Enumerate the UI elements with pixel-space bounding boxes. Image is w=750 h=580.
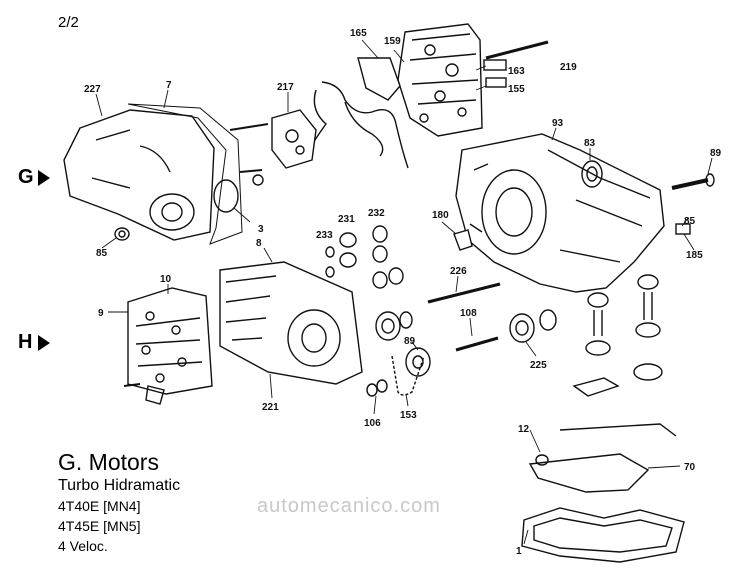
label-165: 165 [350,28,367,39]
valve-body-upper [397,23,507,137]
label-155: 155 [508,84,525,95]
label-185: 185 [686,250,703,261]
gear-89-left [375,311,413,341]
drum-225 [509,309,557,343]
label-8: 8 [256,238,262,249]
leader-lines [95,39,713,545]
label-221: 221 [262,402,279,413]
manufacturer-title: G. Motors [58,449,159,475]
label-85-right: 85 [684,216,696,227]
shaft-89-right [671,173,715,190]
rings-106 [366,379,388,397]
part-180 [453,229,473,251]
label-163: 163 [508,66,525,77]
label-85-left: 85 [96,248,108,259]
label-70: 70 [684,462,696,473]
bolts-cover [229,123,269,186]
label-219: 219 [560,62,577,73]
label-232: 232 [368,208,385,219]
label-106: 106 [364,418,381,429]
transmission-family: Turbo Hidramatic [58,477,181,494]
watermark: automecanico.com [257,495,441,517]
row-marker-g: G [18,166,34,188]
gear-stack [325,225,404,289]
seal-3 [213,179,239,213]
label-93: 93 [552,118,564,129]
shaft-226 [427,282,501,304]
label-231: 231 [338,214,355,225]
wiring-harness [301,57,409,169]
label-180: 180 [432,210,449,221]
row-marker-h: H [18,331,33,353]
label-89-right: 89 [710,148,722,159]
part-12 [535,454,549,466]
seal-83 [581,160,603,188]
label-108: 108 [460,308,477,319]
label-83: 83 [584,138,596,149]
transmission-case-93 [455,133,665,293]
label-226: 226 [450,266,467,277]
chain-153 [391,355,425,396]
model-4t45e: 4T45E [MN5] [58,518,141,534]
label-153: 153 [400,410,417,421]
label-89-left: 89 [404,336,416,347]
label-225: 225 [530,360,547,371]
gasket-7 [127,103,243,245]
case-8 [219,261,363,385]
seal-85-left [114,227,130,241]
sprocket [405,347,431,377]
bolts-valve-body [123,383,165,405]
housing-217 [271,109,317,169]
accumulator-left [572,292,620,397]
label-1: 1 [516,546,522,557]
filter-70 [528,423,677,493]
part-labels: 165 159 163 219 155 227 7 217 93 83 89 3… [84,28,722,557]
page-number: 2/2 [58,14,79,31]
shaft-108 [455,336,499,352]
valve-body-9 [127,287,213,395]
speed-count: 4 Veloc. [58,538,108,554]
label-3: 3 [258,224,264,235]
label-217: 217 [277,82,294,93]
label-159: 159 [384,36,401,47]
label-10: 10 [160,274,172,285]
case-cover-227 [63,109,215,241]
accumulator-right [633,274,663,381]
shaft-219 [485,40,549,60]
label-9: 9 [98,308,104,319]
model-4t40e: 4T40E [MN4] [58,498,141,514]
pan-1 [521,507,685,563]
label-12: 12 [518,424,530,435]
arrow-g-icon [38,170,50,186]
label-233: 233 [316,230,333,241]
arrow-h-icon [38,335,50,351]
row-arrows [38,170,50,351]
label-227: 227 [84,84,101,95]
label-7: 7 [166,80,172,91]
